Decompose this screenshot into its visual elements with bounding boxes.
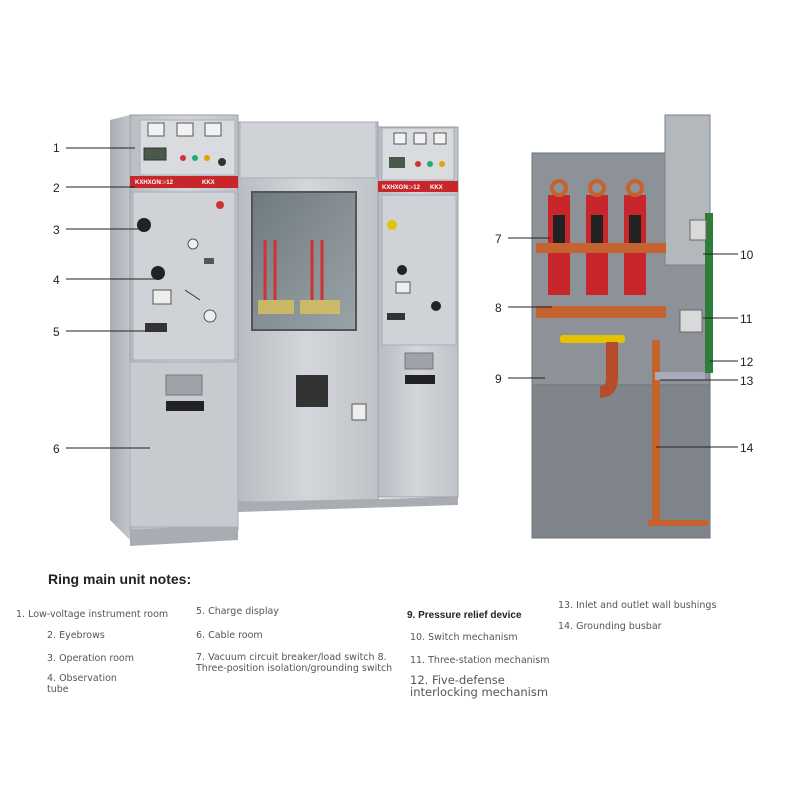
ring-main-unit-section-view — [531, 114, 713, 539]
eyebrow-text-left: KXHXGN□-12 — [135, 180, 174, 186]
note-item: 4. Observation tube — [47, 673, 117, 695]
vacuum-circuit-breaker — [548, 179, 646, 295]
notes-title: Ring main unit notes: — [48, 571, 192, 587]
svg-text:KXHXGN□-12: KXHXGN□-12 — [382, 185, 421, 191]
note-item: 12. Five-defense interlocking mechanism — [410, 673, 549, 699]
note-item: 13. Inlet and outlet wall bushings — [558, 600, 717, 611]
interlock-plate — [705, 213, 713, 373]
cabinet-base — [130, 523, 238, 546]
note-item: 5. Charge display — [196, 606, 279, 617]
interlock-link — [560, 335, 625, 343]
note-item: 7. Vacuum circuit breaker/load switch 8.… — [196, 652, 393, 674]
pressure-relief-duct — [599, 342, 618, 398]
callout-7: 7 — [495, 232, 502, 246]
cabinet-side-panel — [110, 115, 130, 540]
callout-13: 13 — [740, 374, 754, 388]
callout-4: 4 — [53, 273, 60, 287]
callout-10: 10 — [740, 248, 754, 262]
note-item: 3. Operation room — [47, 653, 134, 664]
cable-room-handle — [166, 401, 204, 411]
eyebrow-label-left — [130, 176, 238, 188]
note-item: 2. Eyebrows — [47, 630, 105, 641]
svg-text:KKX: KKX — [202, 180, 215, 186]
observation-knob-icon — [151, 266, 165, 280]
cable-compartment — [531, 384, 711, 539]
grounding-busbar — [652, 340, 660, 525]
callout-8: 8 — [495, 301, 502, 315]
grounding-switch-bar — [536, 306, 666, 318]
eyebrow-label-right — [378, 181, 458, 192]
callout-2: 2 — [53, 181, 60, 195]
operation-knob-icon — [137, 218, 151, 232]
note-item: 10. Switch mechanism — [410, 632, 518, 643]
note-item: 14. Grounding busbar — [558, 621, 662, 632]
callout-6: 6 — [53, 442, 60, 456]
callout-5: 5 — [53, 325, 60, 339]
mechanism-panel — [664, 114, 711, 266]
svg-text:KKX: KKX — [430, 185, 443, 191]
ring-main-unit-front-view: KXHXGN□-12 KKX — [110, 114, 459, 546]
note-item: 1. Low-voltage instrument room — [16, 609, 169, 620]
callout-1: 1 — [53, 141, 60, 155]
callout-3: 3 — [53, 223, 60, 237]
note-item: 6. Cable room — [196, 630, 263, 641]
switchgear-diagram: KXHXGN□-12 KKX — [53, 114, 754, 546]
callout-11: 11 — [740, 312, 753, 326]
callout-12: 12 — [740, 355, 754, 369]
busbar-view — [258, 240, 340, 314]
operation-room — [132, 191, 236, 361]
callout-numbers: 1 2 3 4 5 6 7 8 9 10 11 12 13 14 — [53, 141, 754, 456]
callout-9: 9 — [495, 372, 502, 386]
note-item: 11. Three-station mechanism — [410, 655, 550, 666]
charge-display — [145, 323, 167, 332]
upper-busbar — [536, 243, 666, 253]
vent-grille — [296, 375, 328, 407]
note-item: 9. Pressure relief device — [407, 610, 522, 621]
callout-lines — [66, 147, 738, 449]
callout-14: 14 — [740, 441, 754, 455]
